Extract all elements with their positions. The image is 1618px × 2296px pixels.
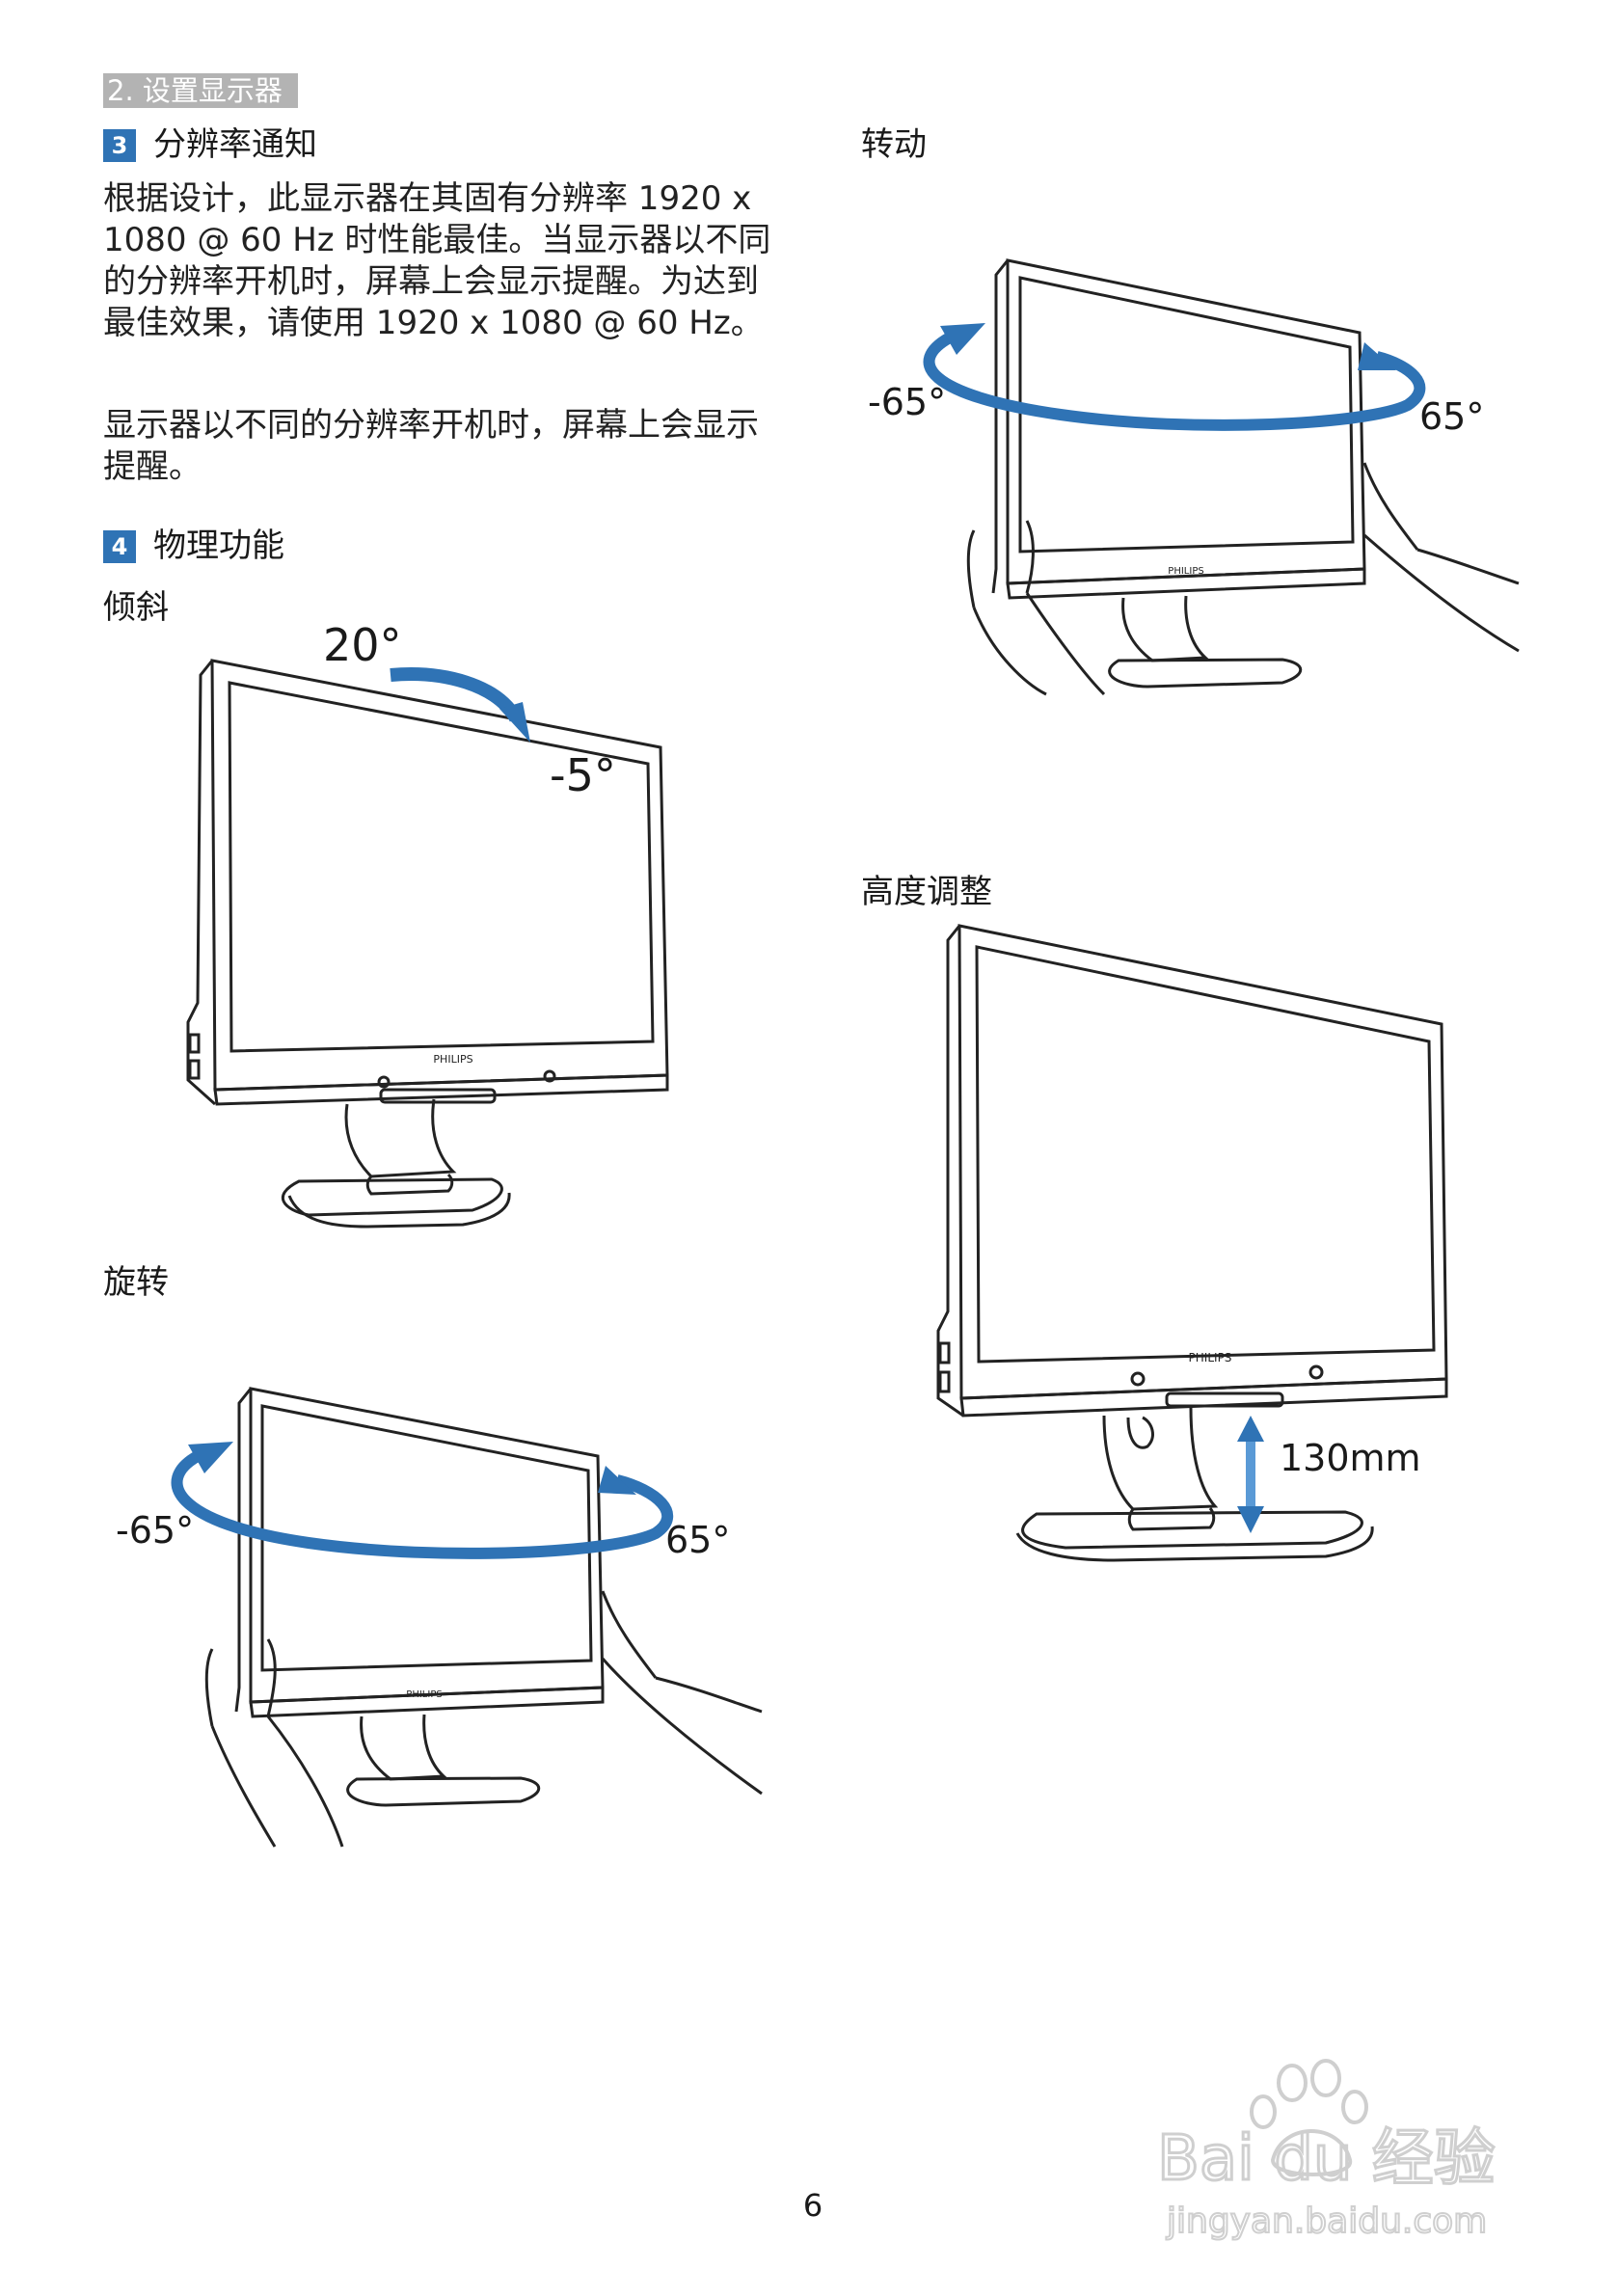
brand-label: PHILIPS — [1168, 566, 1203, 577]
paw-icon — [1250, 2059, 1368, 2176]
pivot-arrowhead-left — [940, 323, 985, 355]
tilt-arrowhead — [499, 702, 530, 743]
monitor-drawing — [204, 1387, 763, 1848]
baidu-watermark: Bai du 经验 jingyan.baidu.com — [1156, 2059, 1497, 2242]
brand-label: PHILIPS — [1189, 1351, 1232, 1364]
pivot-right-label: 65° — [1419, 395, 1484, 438]
page-number: 6 — [802, 2187, 823, 2224]
monitor-drawing — [966, 258, 1520, 696]
swivel-illustration: PHILIPS -65° 65° — [116, 1387, 763, 1848]
tilt-heading: 倾斜 — [103, 588, 169, 627]
pivot-arrow — [923, 332, 1426, 431]
tilt-up-label: 20° — [323, 619, 402, 671]
section-4-number: 4 — [103, 530, 136, 563]
swivel-right-label: 65° — [665, 1519, 730, 1561]
pivot-heading: 转动 — [861, 125, 927, 164]
watermark-logo: Bai du 经验 — [1157, 2123, 1496, 2195]
resolution-paragraph: 根据设计，此显示器在其固有分辨率 1920 x 1080 @ 60 Hz 时性能… — [103, 179, 771, 342]
brand-label: PHILIPS — [433, 1053, 472, 1066]
swivel-left-label: -65° — [116, 1509, 194, 1552]
height-arrow — [1237, 1416, 1264, 1533]
watermark-url: jingyan.baidu.com — [1166, 2201, 1487, 2241]
swivel-heading: 旋转 — [103, 1263, 169, 1302]
height-range-label: 130mm — [1280, 1437, 1421, 1479]
tilt-down-label: -5° — [550, 749, 616, 801]
section-tab: 2. 设置显示器 — [103, 73, 298, 108]
section-3-heading: 3 分辨率通知 — [103, 125, 317, 164]
swivel-arrowhead-right — [598, 1466, 636, 1495]
height-illustration: PHILIPS 130mm — [936, 924, 1448, 1562]
section-4-title: 物理功能 — [153, 527, 284, 565]
tilt-illustration: PHILIPS 20° -5° — [186, 619, 669, 1229]
swivel-arrowhead-left — [188, 1442, 233, 1473]
section-3-title: 分辨率通知 — [153, 125, 317, 164]
height-heading: 高度调整 — [861, 873, 992, 911]
monitor-drawing — [186, 659, 669, 1229]
swivel-arrow — [171, 1450, 674, 1559]
section-4-heading: 4 物理功能 — [103, 527, 284, 565]
brand-label: PHILIPS — [406, 1689, 442, 1700]
section-3-number: 3 — [103, 129, 136, 162]
pivot-arrowhead-right — [1358, 342, 1396, 370]
monitor-drawing — [936, 924, 1448, 1562]
resolution-note: 显示器以不同的分辨率开机时，屏幕上会显示提醒。 — [103, 406, 759, 486]
pivot-left-label: -65° — [868, 381, 946, 423]
pivot-illustration: PHILIPS -65° 65° — [868, 258, 1520, 696]
